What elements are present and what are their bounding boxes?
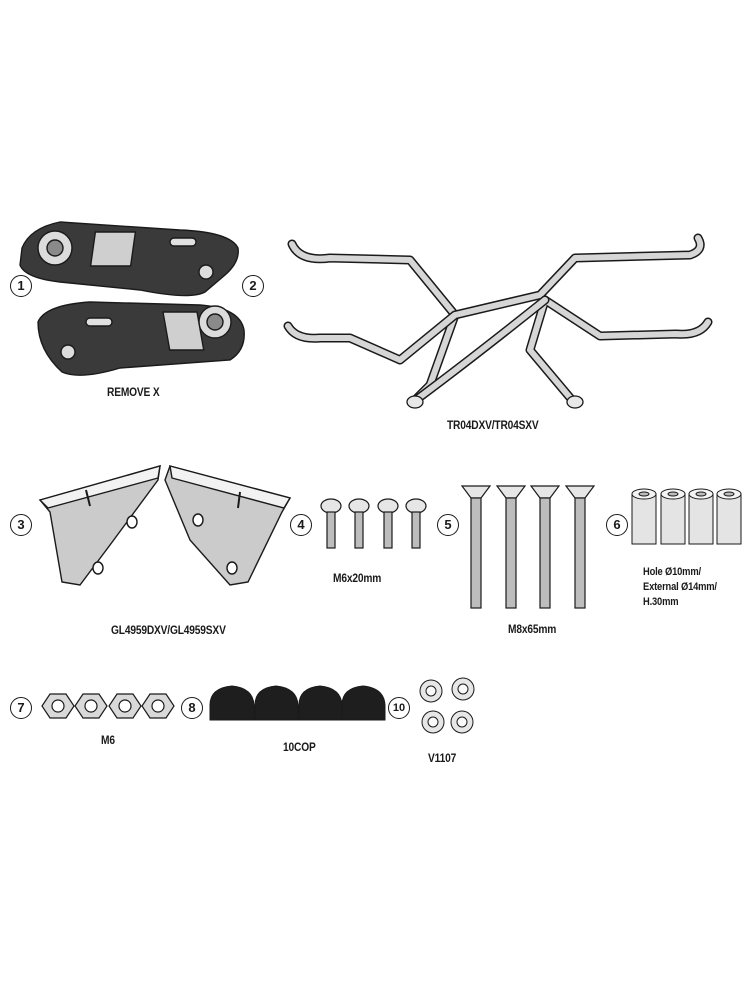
tubular-frame: [283, 233, 713, 409]
label-v1107: V1107: [428, 751, 457, 765]
black-caps: [209, 685, 386, 721]
part-number-1: 1: [10, 275, 32, 297]
m6x20-screws: [320, 498, 427, 549]
side-cover-upper: [19, 221, 239, 297]
part-number-8: 8: [181, 697, 203, 719]
part-number-5: 5: [437, 514, 459, 536]
mounting-plates: [38, 465, 292, 586]
part-number-2: 2: [242, 275, 264, 297]
v1107-bushings: [419, 677, 475, 734]
m6-nuts: [41, 693, 175, 719]
label-m8x65: M8x65mm: [508, 622, 557, 636]
part-number-6: 6: [606, 514, 628, 536]
m8x65-screws: [460, 485, 596, 609]
part-number-4: 4: [290, 514, 312, 536]
label-m6: M6: [101, 733, 115, 747]
side-cover-lower: [37, 301, 245, 376]
label-gl4959: GL4959DXV/GL4959SXV: [111, 623, 226, 637]
label-remove-x: REMOVE X: [107, 385, 160, 399]
label-m6x20: M6x20mm: [333, 571, 382, 585]
label-tr04: TR04DXV/TR04SXV: [447, 418, 539, 432]
part-number-3: 3: [10, 514, 32, 536]
part-number-10: 10: [388, 697, 410, 719]
spacers: [631, 488, 742, 545]
label-10cop: 10COP: [283, 740, 316, 754]
label-spacer-spec: Hole Ø10mm/ External Ø14mm/ H.30mm: [643, 566, 717, 608]
part-number-7: 7: [10, 697, 32, 719]
